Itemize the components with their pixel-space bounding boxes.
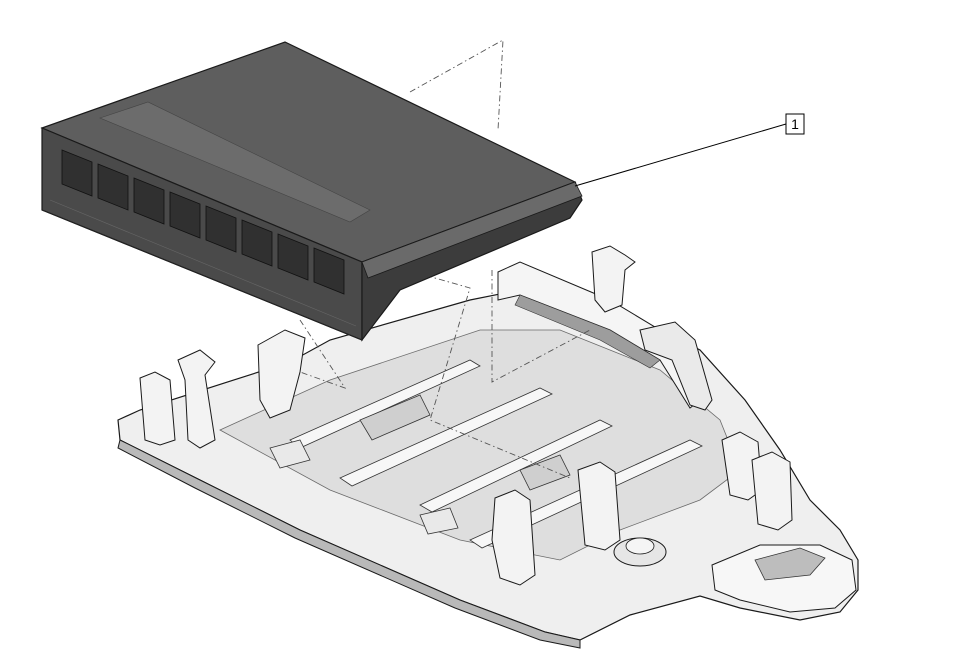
bracket-pad	[269, 439, 311, 469]
bracket-pad	[519, 454, 571, 491]
connector-socket	[205, 205, 237, 253]
callout-1: 1	[574, 113, 805, 187]
module-flange	[361, 181, 583, 279]
callout-leader-line	[574, 123, 787, 187]
callout-number: 1	[791, 116, 799, 132]
callout-box	[785, 113, 805, 135]
bracket-clip	[177, 349, 216, 449]
module-bottom-rail	[41, 209, 363, 341]
assembly-guide-lines	[299, 39, 591, 479]
bracket-clip	[257, 329, 306, 419]
mounting-bracket	[117, 245, 859, 649]
guide-line	[399, 267, 571, 479]
module-bottom-rail	[49, 199, 357, 327]
connector-socket	[97, 163, 129, 211]
bracket-clip	[751, 451, 793, 531]
bracket-boss-top	[625, 537, 655, 555]
bracket-clip	[591, 245, 636, 313]
bracket-clip	[139, 371, 176, 446]
bracket-pad	[359, 394, 431, 441]
connector-socket	[133, 177, 165, 225]
bracket-rib	[339, 387, 553, 487]
module-connectors	[61, 149, 345, 295]
bracket-rib	[419, 419, 613, 513]
connector-socket	[61, 149, 93, 197]
guide-line	[491, 270, 591, 383]
guide-line	[299, 319, 347, 389]
connector-socket	[277, 233, 309, 281]
connector-socket	[241, 219, 273, 267]
bracket-clip	[491, 489, 536, 586]
bracket-pad	[419, 507, 459, 535]
bracket-front-edge	[117, 439, 581, 649]
bracket-clip	[577, 461, 621, 551]
connector-socket	[313, 247, 345, 295]
guide-line	[409, 39, 504, 131]
connector-socket	[169, 191, 201, 239]
bracket-end-block	[639, 321, 713, 411]
bracket-tab-slot	[754, 547, 826, 581]
module-top-emboss	[99, 101, 371, 223]
control-module	[40, 41, 583, 342]
